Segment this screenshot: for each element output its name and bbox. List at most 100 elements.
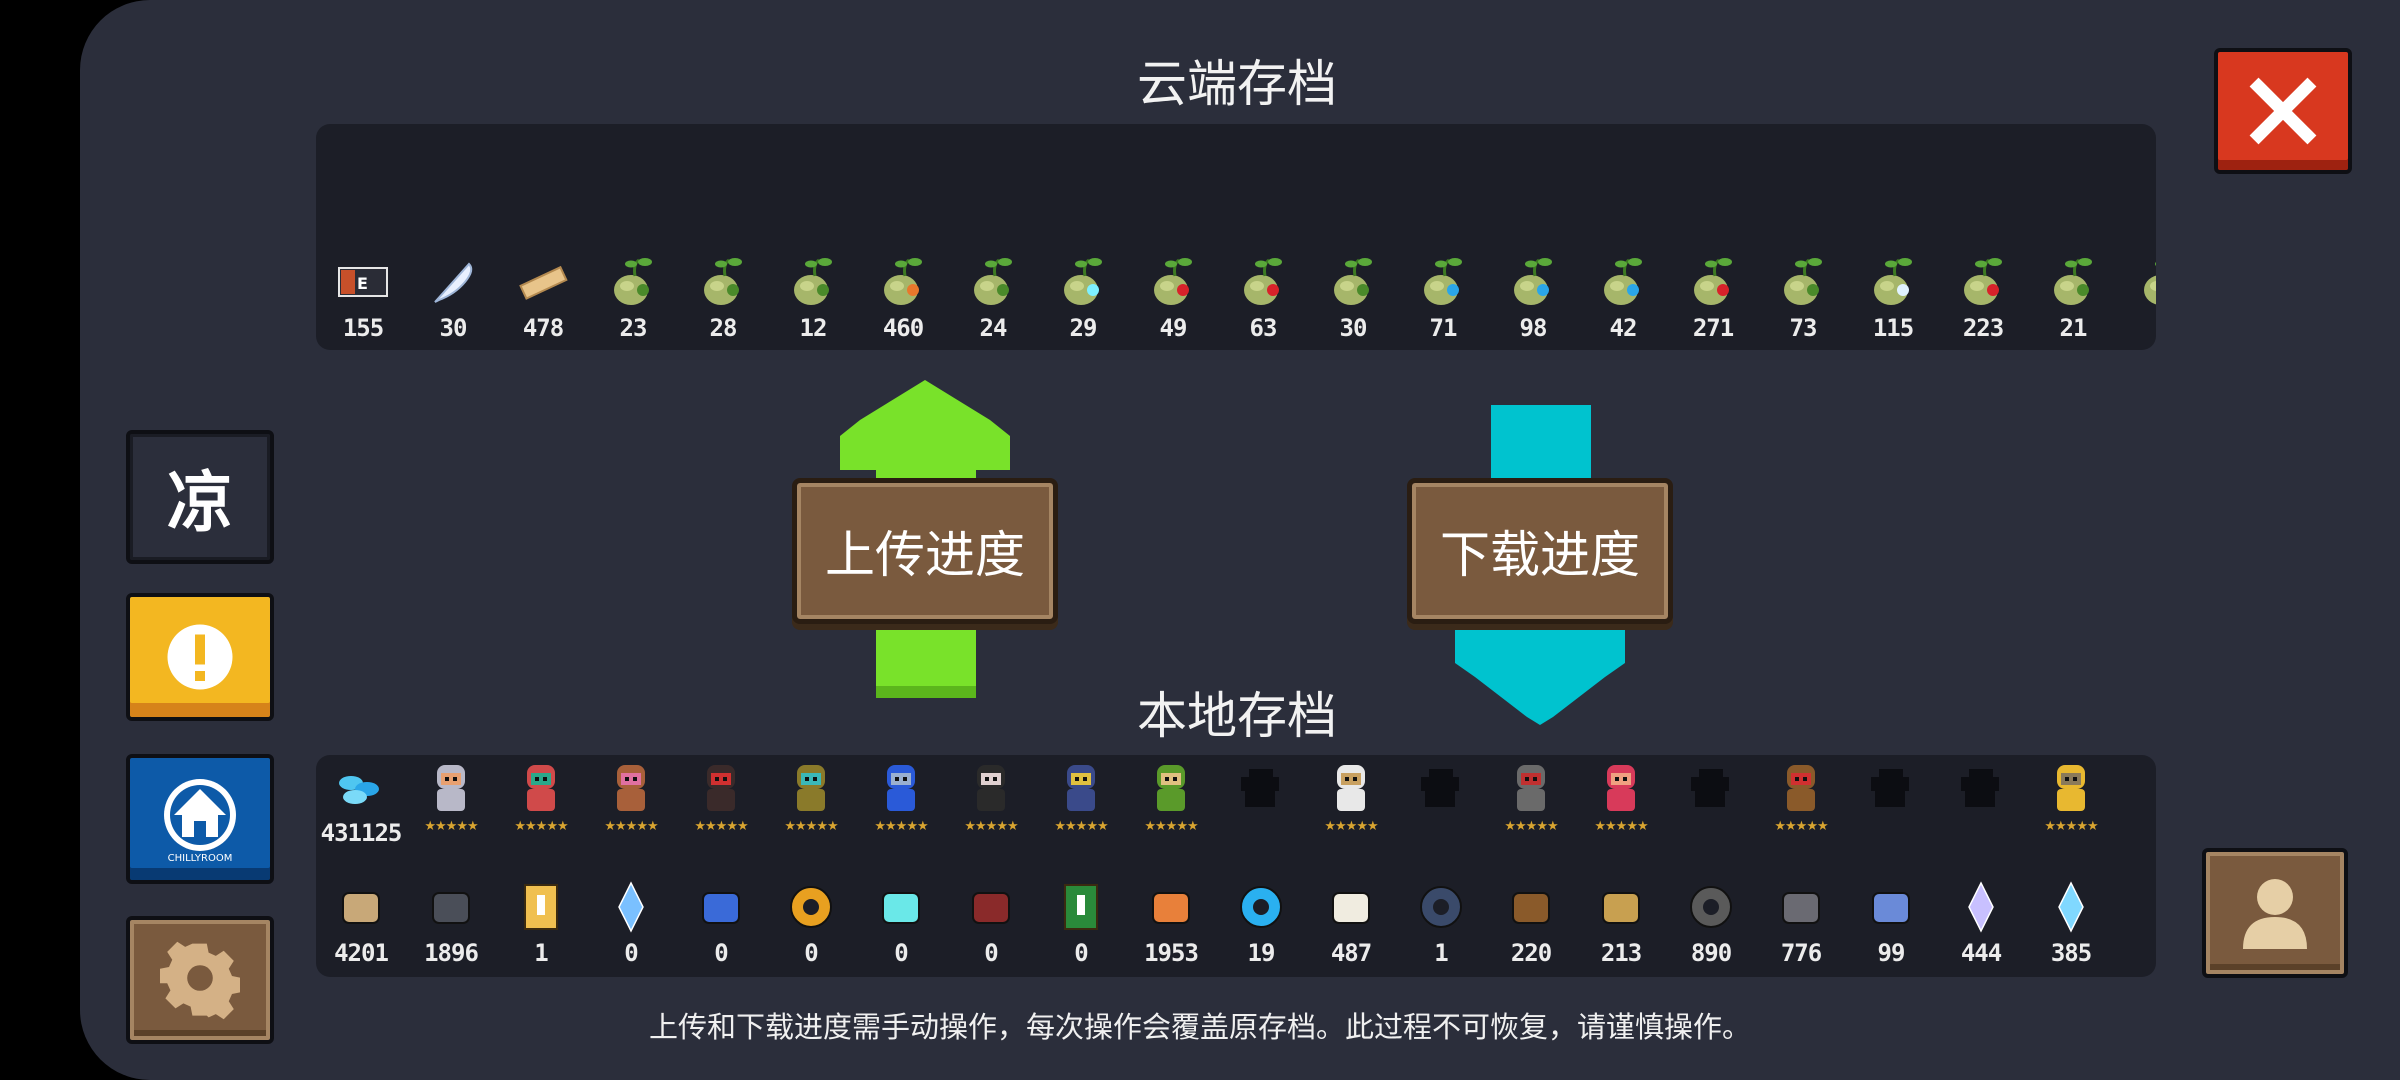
locked-silhouette-icon	[1953, 759, 2009, 815]
star-rating: ★★★★★	[1774, 819, 1828, 834]
item-count: 890	[1690, 939, 1732, 967]
star-rating: ★★★★★	[1054, 819, 1108, 834]
item-slot: 49	[1128, 254, 1218, 342]
item-slot: 12	[768, 254, 858, 342]
ore-icon	[1773, 879, 1829, 935]
item-slot: ★★★★★	[1486, 759, 1576, 867]
item-count: 1	[1434, 939, 1448, 967]
item-count: 19	[1247, 939, 1276, 967]
item-slot: 444	[1936, 879, 2026, 967]
item-slot: 776	[1756, 879, 1846, 967]
item-slot: ★★★★★	[1306, 759, 1396, 867]
item-slot: 71	[1398, 254, 1488, 342]
knight-icon	[423, 759, 479, 815]
item-slot: ★★★★★	[946, 759, 1036, 867]
seed-sprout-icon	[2135, 254, 2156, 310]
item-slot: 890	[1666, 879, 1756, 967]
svg-text:E: E	[357, 274, 368, 293]
item-slot: 23	[588, 254, 678, 342]
item-slot	[1216, 759, 1306, 867]
holy-book-icon	[513, 879, 569, 935]
seed-sprout-icon	[1325, 254, 1381, 310]
item-count: 12	[799, 314, 828, 342]
item-count: 23	[619, 314, 648, 342]
seed-sprout-icon	[695, 254, 751, 310]
gem-card-icon: E	[335, 254, 391, 310]
purple-shard-icon	[1953, 879, 2009, 935]
item-slot	[1846, 759, 1936, 867]
item-slot: 1	[496, 879, 586, 967]
seed-red-icon	[1685, 254, 1741, 310]
item-slot: ★★★★★	[1576, 759, 1666, 867]
item-count: 155	[342, 314, 384, 342]
cloth-icon	[1863, 879, 1919, 935]
upload-progress-button[interactable]: 上传进度	[792, 478, 1058, 624]
armor-icon	[873, 879, 929, 935]
seed-orb-icon	[1055, 254, 1111, 310]
seed-blue-icon	[1415, 254, 1471, 310]
feather-icon	[425, 254, 481, 310]
profile-button[interactable]	[2202, 848, 2348, 978]
seed-sprout-icon	[965, 254, 1021, 310]
item-count: 385	[2050, 939, 2092, 967]
exclamation-icon	[167, 624, 233, 690]
item-slot: 213	[1576, 879, 1666, 967]
chillyroom-button[interactable]: CHILLYROOM	[126, 754, 274, 884]
item-count: 460	[882, 314, 924, 342]
item-slot: 271	[1668, 254, 1758, 342]
item-count: 487	[1330, 939, 1372, 967]
settings-button[interactable]	[126, 916, 274, 1044]
rogue-icon	[513, 759, 569, 815]
download-progress-button[interactable]: 下载进度	[1407, 478, 1673, 624]
star-rating: ★★★★★	[2044, 819, 2098, 834]
close-button[interactable]	[2214, 48, 2352, 174]
gold-coin-icon	[783, 879, 839, 935]
item-count: 776	[1780, 939, 1822, 967]
item-slot: 21	[2028, 254, 2118, 342]
item-slot: 7	[2118, 254, 2156, 342]
mask-icon	[963, 879, 1019, 935]
star-rating: ★★★★★	[694, 819, 748, 834]
item-slot: 487	[1306, 879, 1396, 967]
assassin-icon	[693, 759, 749, 815]
item-slot: 99	[1846, 879, 1936, 967]
locked-silhouette-icon	[1683, 759, 1739, 815]
chillyroom-logo-icon: CHILLYROOM	[164, 779, 236, 864]
item-slot: 30	[408, 254, 498, 342]
priest-icon	[1323, 759, 1379, 815]
close-icon	[2249, 77, 2317, 145]
locked-silhouette-icon	[1233, 759, 1289, 815]
blue-ring-icon	[1233, 879, 1289, 935]
green-book-icon	[1053, 879, 1109, 935]
item-slot	[1666, 759, 1756, 867]
star-rating: ★★★★★	[1594, 819, 1648, 834]
item-count: 1	[534, 939, 548, 967]
item-count: 28	[709, 314, 738, 342]
alert-button[interactable]	[126, 593, 274, 721]
warning-text: 上传和下载进度需手动操作，每次操作会覆盖原存档。此过程不可恢复，请谨慎操作。	[648, 1010, 1751, 1044]
robot-icon	[873, 759, 929, 815]
seed-blue-icon	[1595, 254, 1651, 310]
item-slot: 0	[856, 879, 946, 967]
seed-sprout-icon	[1775, 254, 1831, 310]
liang-button[interactable]: 凉	[126, 430, 274, 564]
item-slot	[1396, 759, 1486, 867]
local-save-strip[interactable]: 431125 ★★★★★ ★★★★★ ★★★★★ ★★★★★ ★★★★★	[316, 755, 2156, 977]
item-slot: 1	[1396, 879, 1486, 967]
item-slot	[1936, 759, 2026, 867]
battery-icon	[423, 879, 479, 935]
item-count: 0	[624, 939, 638, 967]
gem-stack-icon	[333, 759, 389, 815]
item-slot: 0	[676, 879, 766, 967]
wood-plank-icon	[515, 254, 571, 310]
item-slot: 223	[1938, 254, 2028, 342]
item-slot: 24	[948, 254, 1038, 342]
star-rating: ★★★★★	[1504, 819, 1558, 834]
seed-red-icon	[1145, 254, 1201, 310]
star-rating: ★★★★★	[424, 819, 478, 834]
item-slot: 29	[1038, 254, 1128, 342]
rainbow-feather-icon	[1593, 879, 1649, 935]
